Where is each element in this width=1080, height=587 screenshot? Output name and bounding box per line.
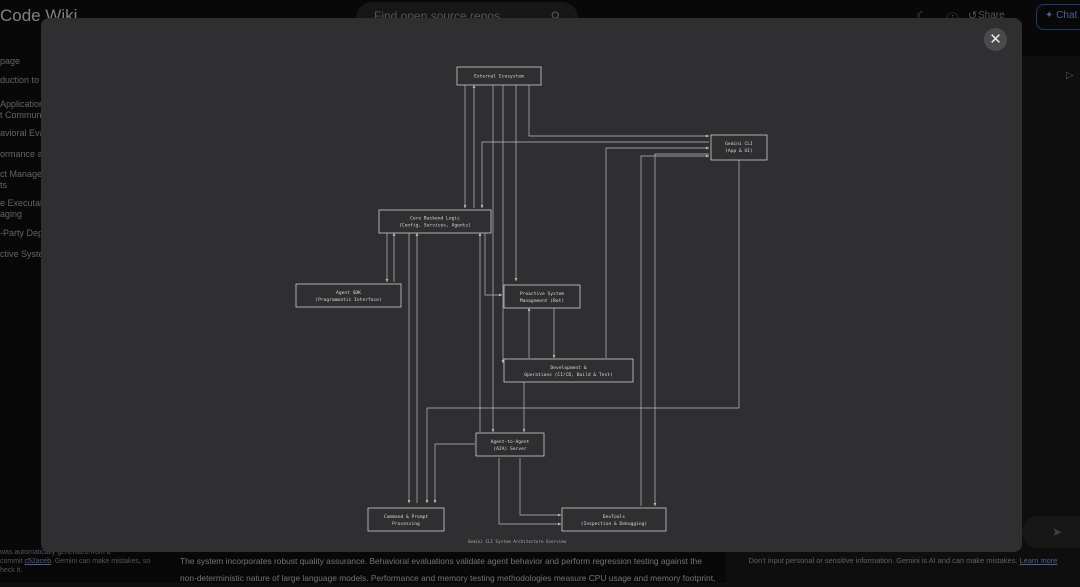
chat-button[interactable]: ✦ Chat: [1036, 4, 1080, 30]
edge-cli-dev: [653, 153, 709, 507]
toc-item[interactable]: ct Manager ts: [0, 169, 160, 191]
edge-ops-cli: [605, 146, 710, 358]
toc-item[interactable]: Application t Communic: [0, 99, 160, 121]
node-label: Management (Bot): [520, 298, 564, 304]
toc-item[interactable]: avioral Evalu: [0, 128, 160, 139]
toc-item-label: ct Manager: [0, 169, 46, 179]
toc-item-label: ctive System: [0, 249, 52, 259]
chat-input[interactable]: [1022, 516, 1080, 548]
toc-item-label: ts: [0, 180, 8, 190]
toc-item-label: -Party Depe: [0, 228, 49, 238]
edge-a2a-dev: [519, 458, 562, 517]
toc-heading: page: [0, 56, 21, 66]
generation-notice-line: . Gemini can make mistakes, so: [50, 558, 151, 565]
node-label: (Inspection & Debugging): [581, 521, 647, 527]
edge-a2a-cmd: [433, 443, 475, 504]
generation-notice-line: was automatically generated from a: [0, 549, 111, 556]
share-button[interactable]: Share: [978, 10, 1005, 21]
diagram-node-external-ecosystem: External Ecosystem: [456, 66, 542, 86]
node-label: Core Backend Logic: [410, 216, 460, 222]
learn-more-link[interactable]: Learn more: [1019, 556, 1058, 565]
generation-notice: was automatically generated from a commi…: [0, 548, 165, 575]
node-label: DevTools: [603, 514, 625, 520]
table-of-contents: page duction to t Application t Communic…: [0, 50, 160, 260]
node-label: (A2A) Server: [493, 446, 526, 452]
toc-item[interactable]: ormance and: [0, 149, 160, 160]
edge-ext-cli: [528, 85, 710, 138]
edge-cli-cmd: [425, 160, 740, 504]
node-label: Proactive System: [520, 291, 564, 297]
expand-panel-icon[interactable]: ▷: [1066, 70, 1074, 81]
node-label: Gemini CLI: [725, 141, 753, 147]
node-label: (App & UI): [725, 148, 753, 154]
close-icon[interactable]: ✕: [984, 28, 1007, 51]
toc-item-label: aging: [0, 209, 23, 219]
send-icon[interactable]: ➤: [1052, 525, 1063, 539]
edge-dev-cli: [640, 154, 710, 506]
generation-notice-line: heck it.: [0, 567, 23, 574]
node-label: (Config, Services, Agents): [399, 223, 471, 229]
diagram-node-devtools: DevTools (Inspection & Debugging): [561, 507, 667, 532]
chat-disclaimer-text: Don't input personal or sensitive inform…: [748, 556, 1018, 565]
toc-item[interactable]: e Executabl aging: [0, 198, 160, 220]
chat-button-label: Chat: [1056, 10, 1078, 21]
diagram-caption: Gemini CLI System Architecture Overview: [468, 539, 567, 544]
diagram-node-proactive-system: Proactive System Management (Bot): [503, 284, 581, 309]
toc-item-label: ormance and: [0, 149, 53, 159]
node-label: (Programmatic Interface): [315, 297, 381, 303]
sparkle-icon: ✦: [1045, 10, 1054, 21]
search-icon: ⚲: [550, 9, 560, 24]
commit-link[interactable]: c52aceb: [24, 558, 51, 565]
architecture-diagram: External Ecosystem Gemini CLI (App & UI)…: [295, 66, 768, 544]
node-label: External Ecosystem: [474, 74, 524, 80]
toc-item[interactable]: ctive System: [0, 249, 160, 260]
diagram-modal: ✕: [41, 18, 1022, 552]
diagram-edges: [385, 84, 740, 526]
toc-item-label: avioral Evalu: [0, 128, 52, 138]
diagram-node-dev-ops: Development & Operations (CI/CD, Build &…: [503, 358, 634, 383]
chat-disclaimer: Don't input personal or sensitive inform…: [726, 556, 1080, 565]
toc-item-label: t Communic: [0, 110, 49, 120]
share-icon[interactable]: ↺: [968, 10, 978, 22]
toc-item-label: e Executabl: [0, 198, 48, 208]
moon-icon[interactable]: ☾: [916, 9, 928, 24]
edge-core-bot: [484, 233, 503, 297]
diagram-node-gemini-cli: Gemini CLI (App & UI): [710, 134, 768, 161]
node-label: Agent-to-Agent: [491, 439, 530, 445]
toc-item-label: duction to t: [0, 75, 45, 85]
edge-a2a-dev-2: [498, 458, 562, 526]
toc-item-label: Application: [0, 99, 45, 109]
edge-cli-core: [480, 141, 709, 209]
node-label: Processing: [392, 521, 420, 527]
node-label: Development &: [551, 365, 587, 371]
diagram-node-core-backend: Core Backend Logic (Config, Services, Ag…: [378, 209, 492, 234]
toc-item[interactable]: duction to t: [0, 75, 160, 86]
node-label: Operations (CI/CD, Build & Test): [524, 372, 613, 378]
toc-item[interactable]: -Party Depe: [0, 228, 160, 239]
diagram-node-agent-sdk: Agent SDK (Programmatic Interface): [295, 283, 402, 308]
diagram-node-command-prompt: Command & Prompt Processing: [367, 507, 445, 532]
article-paragraph: The system incorporates robust quality a…: [180, 556, 716, 583]
node-label: Agent SDK: [336, 290, 361, 296]
node-label: Command & Prompt: [384, 514, 428, 520]
diagram-node-a2a-server: Agent-to-Agent (A2A) Server: [475, 432, 545, 457]
generation-notice-line: commit: [0, 558, 25, 565]
